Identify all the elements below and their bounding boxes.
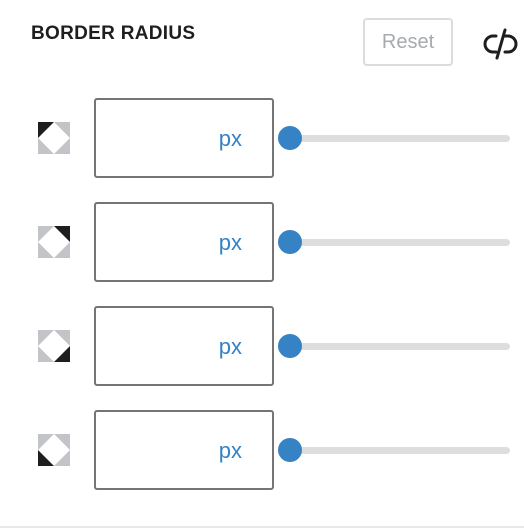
slider-thumb[interactable] <box>278 126 302 150</box>
corner-row-bottom-left: px <box>0 410 524 490</box>
slider-track[interactable] <box>290 343 510 350</box>
panel-divider <box>0 526 524 528</box>
panel-title: BORDER RADIUS <box>31 23 196 44</box>
bottom-right-value-field: px <box>94 306 274 386</box>
bottom-left-value-field: px <box>94 410 274 490</box>
corner-top-left-icon <box>38 122 70 154</box>
top-right-radius-input[interactable] <box>104 224 204 260</box>
slider-track[interactable] <box>290 135 510 142</box>
unit-label: px <box>218 126 242 151</box>
unlink-corners-button[interactable] <box>480 24 522 64</box>
slider-thumb[interactable] <box>278 334 302 358</box>
corner-bottom-right-icon <box>38 330 70 362</box>
bottom-right-radius-slider[interactable] <box>278 332 514 360</box>
top-right-radius-slider[interactable] <box>278 228 514 256</box>
top-left-radius-slider[interactable] <box>278 124 514 152</box>
corner-top-right-icon <box>38 226 70 258</box>
corner-row-bottom-right: px <box>0 306 524 386</box>
corner-row-top-right: px <box>0 202 524 282</box>
unit-label: px <box>218 438 242 463</box>
unit-label: px <box>218 230 242 255</box>
slider-track[interactable] <box>290 447 510 454</box>
top-right-value-field: px <box>94 202 274 282</box>
slider-track[interactable] <box>290 239 510 246</box>
top-left-value-field: px <box>94 98 274 178</box>
corner-bottom-left-icon <box>38 434 70 466</box>
bottom-right-radius-input[interactable] <box>104 328 204 364</box>
unlink-icon <box>483 28 518 60</box>
corner-row-top-left: px <box>0 98 524 178</box>
slider-thumb[interactable] <box>278 230 302 254</box>
bottom-left-radius-slider[interactable] <box>278 436 514 464</box>
unit-label: px <box>218 334 242 359</box>
bottom-left-radius-input[interactable] <box>104 432 204 468</box>
reset-button[interactable]: Reset <box>363 18 453 66</box>
top-left-radius-input[interactable] <box>104 120 204 156</box>
slider-thumb[interactable] <box>278 438 302 462</box>
